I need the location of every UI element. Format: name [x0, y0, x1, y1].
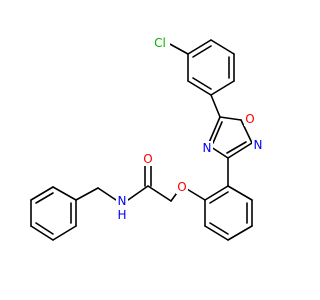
bond	[210, 39, 235, 55]
atom-label-n-ring-left: N	[201, 141, 213, 155]
bond	[35, 222, 54, 235]
bond	[240, 119, 253, 144]
atom-o-ring: O	[245, 112, 254, 126]
oxadiazole-ring	[207, 116, 253, 159]
bond	[226, 141, 247, 154]
bond	[52, 225, 77, 241]
bond	[227, 142, 253, 159]
phenyl-ring-benzyl	[30, 186, 77, 241]
bond	[227, 185, 253, 201]
bond	[212, 121, 223, 144]
bond	[127, 185, 149, 201]
bond	[35, 192, 54, 204]
atom-n-amide: N	[118, 194, 127, 208]
bond	[207, 116, 221, 146]
chlorophenyl-ring	[167, 39, 235, 96]
bond	[210, 94, 221, 118]
atom-label-o-ring: O	[244, 112, 256, 126]
bond	[52, 186, 77, 201]
molecule-diagram: Cl O N N O O N H	[30, 35, 264, 241]
bond	[204, 225, 229, 241]
bond	[147, 185, 172, 202]
bond	[167, 42, 189, 55]
atom-o-ether: O	[177, 180, 186, 194]
bond	[219, 116, 242, 121]
phenyl-ring-lower	[204, 185, 253, 241]
atom-label-n-ring-right: N	[252, 138, 264, 152]
atom-h-amide: H	[117, 208, 126, 222]
bond	[187, 80, 212, 96]
bond	[227, 225, 253, 241]
structure-canvas: Cl O N N O O N H	[30, 35, 264, 241]
bond	[30, 186, 54, 201]
atom-label-o-carbonyl: O	[142, 152, 154, 166]
bond	[210, 80, 235, 96]
atom-label-n-amide: N H	[116, 194, 128, 222]
atom-label-o-ether: O	[176, 180, 188, 194]
bond	[75, 187, 99, 201]
bond	[204, 185, 229, 201]
atom-cl: Cl	[154, 36, 166, 50]
bond	[192, 77, 212, 90]
bond	[97, 187, 117, 201]
atom-n-ring-left: N	[203, 141, 212, 155]
bond	[209, 191, 229, 204]
bond	[209, 222, 229, 235]
atom-n-ring-right: N	[254, 138, 263, 152]
bond	[192, 45, 212, 58]
atom-label-cl: Cl	[150, 35, 170, 51]
atom-o-carbonyl: O	[143, 152, 152, 166]
bond	[30, 225, 54, 241]
bond	[187, 39, 212, 55]
